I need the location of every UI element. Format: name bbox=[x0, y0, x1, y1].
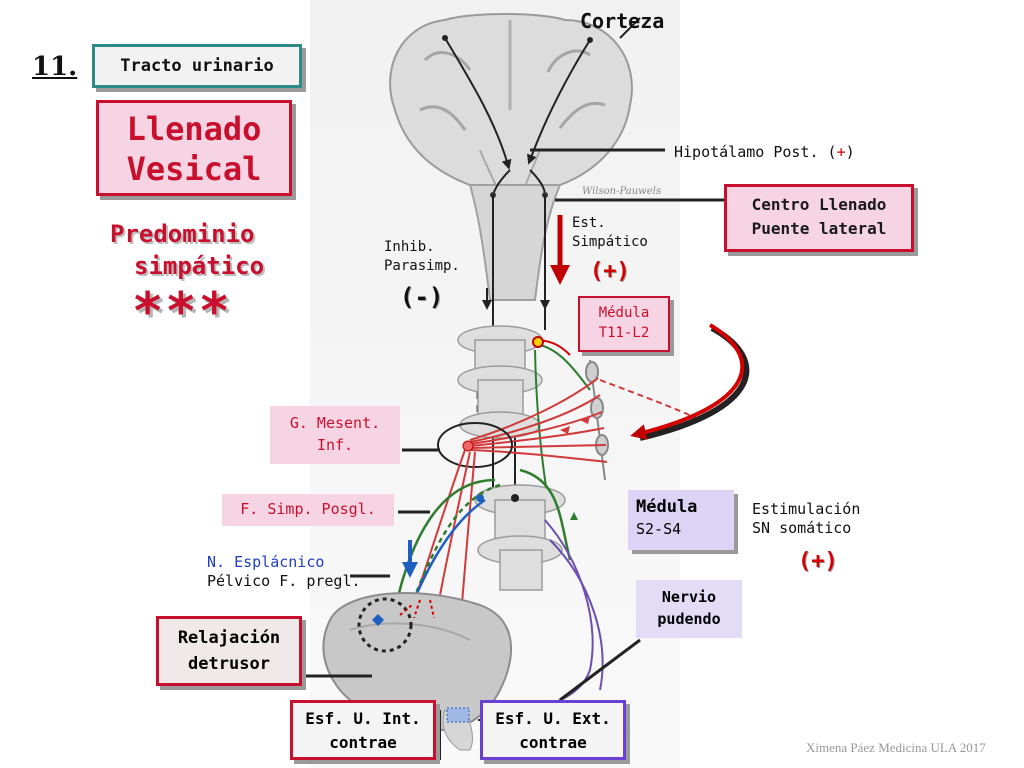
nervio-pudendo-line2: pudendo bbox=[657, 610, 721, 628]
medula-t-line1: Médula bbox=[598, 305, 650, 321]
label-n-esplacnico: N. Esplácnico Pélvico F. pregl. bbox=[207, 553, 361, 591]
est-simpatico-line2: Simpático bbox=[572, 234, 648, 250]
label-hipotalamo: Hipotálamo Post. (+) bbox=[674, 143, 855, 162]
medula-s-box: Médula S2-S4 bbox=[628, 490, 734, 550]
nervio-pudendo-box: Nervio pudendo bbox=[636, 580, 742, 638]
mesenteric-ganglion-ring bbox=[437, 422, 513, 468]
g-mesent-box: G. Mesent. Inf. bbox=[270, 406, 400, 464]
thoracolumbar-segments bbox=[457, 325, 543, 439]
medula-s-line2: S2-S4 bbox=[636, 520, 682, 538]
centro-llenado-box: Centro Llenado Puente lateral bbox=[724, 184, 914, 252]
g-mesent-line2: Inf. bbox=[316, 436, 354, 454]
estimulacion-line2: SN somático bbox=[752, 519, 852, 537]
inhib-line2: Parasimp. bbox=[384, 258, 460, 274]
centro-llenado-line2: Puente lateral bbox=[751, 219, 887, 238]
stars: *** bbox=[132, 282, 232, 342]
subtitle: Predominio simpático bbox=[110, 218, 280, 282]
esf-int-box: Esf. U. Int. contrae bbox=[290, 700, 436, 760]
n-esplacnico-line2: Pélvico F. pregl. bbox=[207, 572, 361, 590]
detrusor-ring bbox=[357, 597, 413, 653]
g-mesent-line1: G. Mesent. bbox=[289, 414, 381, 432]
sympathetic-fibers bbox=[469, 377, 701, 463]
medula-t-box: Médula T11-L2 bbox=[578, 296, 670, 352]
est-simpatico-sign: (+) bbox=[590, 259, 630, 284]
f-simp-box: F. Simp. Posgl. bbox=[222, 494, 394, 526]
bladder bbox=[322, 592, 512, 751]
illustrator-signature: Wilson-Pauwels bbox=[582, 186, 661, 197]
label-inhib-parasimp: Inhib. Parasimp. bbox=[384, 238, 460, 276]
main-title-line2: Vesical bbox=[126, 150, 262, 188]
topic-badge: Tracto urinario bbox=[92, 44, 302, 88]
slide-number: 11. bbox=[32, 52, 78, 82]
est-somatico-sign: (+) bbox=[798, 549, 838, 574]
f-simp-text: F. Simp. Posgl. bbox=[240, 500, 376, 518]
medula-t-line2: T11-L2 bbox=[598, 325, 650, 341]
sacral-segments bbox=[474, 484, 566, 591]
main-title-box: Llenado Vesical bbox=[96, 100, 292, 196]
inhib-sign: (-) bbox=[400, 283, 444, 311]
nervio-pudendo-line1: Nervio bbox=[661, 588, 717, 606]
topic-text: Tracto urinario bbox=[120, 56, 274, 76]
inhib-line1: Inhib. bbox=[384, 239, 435, 255]
hipotalamo-text: Hipotálamo Post. ( bbox=[674, 143, 837, 161]
relajacion-line2: detrusor bbox=[188, 654, 270, 674]
leader-corteza bbox=[619, 17, 641, 39]
centro-llenado-line1: Centro Llenado bbox=[751, 195, 887, 214]
hipotalamo-sign: + bbox=[836, 143, 846, 161]
credit: Ximena Páez Medicina ULA 2017 bbox=[806, 740, 986, 755]
label-corteza: Corteza bbox=[580, 9, 665, 33]
relajacion-box: Relajación detrusor bbox=[156, 616, 302, 686]
est-simpatico-line1: Est. bbox=[572, 215, 606, 231]
subtitle-line2: simpático bbox=[134, 252, 265, 280]
estimulacion-line1: Estimulación bbox=[752, 500, 861, 518]
main-title-line1: Llenado bbox=[126, 110, 262, 148]
relajacion-line1: Relajación bbox=[177, 628, 281, 648]
esf-ext-line1: Esf. U. Ext. bbox=[495, 709, 611, 728]
label-est-simpatico: Est. Simpático bbox=[572, 214, 648, 252]
esf-ext-box: Esf. U. Ext. contrae bbox=[480, 700, 626, 760]
hipotalamo-end: ) bbox=[845, 143, 855, 161]
esf-int-line1: Esf. U. Int. bbox=[305, 709, 421, 728]
medula-s-line1: Médula bbox=[636, 497, 698, 517]
esf-int-line2: contrae bbox=[329, 733, 397, 752]
n-esplacnico-line1: N. Esplácnico bbox=[207, 553, 325, 571]
subtitle-line1: Predominio bbox=[110, 220, 255, 248]
esf-ext-line2: contrae bbox=[519, 733, 587, 752]
label-estimulacion: Estimulación SN somático bbox=[752, 500, 860, 538]
